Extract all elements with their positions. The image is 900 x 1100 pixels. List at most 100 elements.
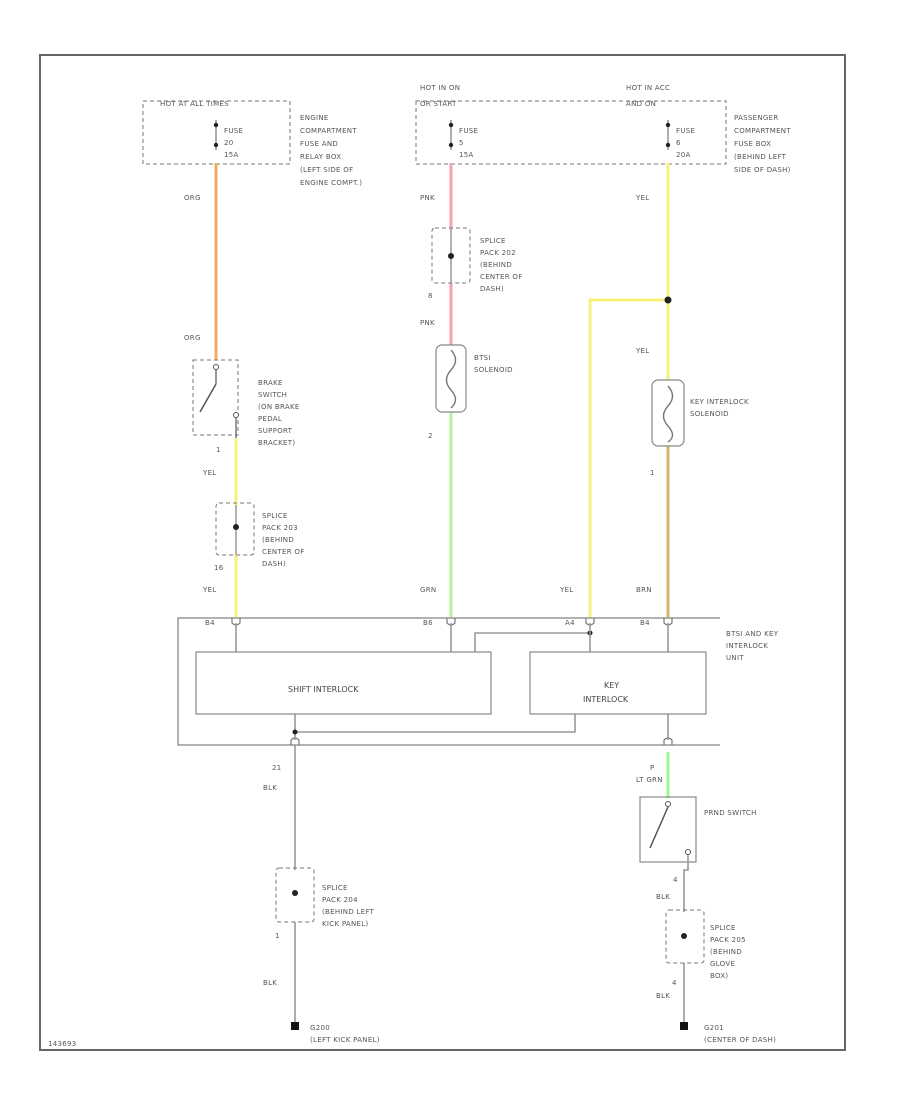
power-label-hot-acc-1: HOT IN ACC (626, 84, 670, 92)
engine-box-line: ENGINE (300, 114, 329, 122)
splice-label: DASH) (480, 285, 504, 293)
passenger-box-line: SIDE OF DASH) (734, 166, 791, 174)
btsi-key-interlock-unit: BTSI AND KEY INTERLOCK UNIT B4 B6 A4 B4 … (177, 617, 779, 746)
engine-box-line: RELAY BOX (300, 153, 341, 161)
wire-junction (664, 296, 672, 304)
prnd-switch-label: PRND SWITCH (704, 809, 757, 817)
splice-label: PACK 202 (480, 249, 516, 257)
pin-label: 1 (216, 446, 221, 454)
unit-label: INTERLOCK (726, 642, 768, 650)
fuse-box-engine: HOT AT ALL TIMES FUSE 20 15A ENGINE COMP… (142, 100, 362, 187)
wire-label-blk: BLK (656, 992, 670, 1000)
key-interlock-label: INTERLOCK (583, 695, 629, 704)
fuse-6-number: 6 (676, 139, 681, 147)
wire-label-lt-grn: LT GRN (636, 776, 663, 784)
passenger-box-line: FUSE BOX (734, 140, 771, 148)
brake-switch-label: BRACKET) (258, 439, 295, 447)
splice-pack-202: SPLICE PACK 202 (BEHIND CENTER OF DASH) (431, 227, 523, 293)
connector-pin: B6 (423, 619, 433, 627)
fuse-5-label: FUSE (459, 127, 478, 135)
splice-label: PACK 204 (322, 896, 358, 904)
wire-label-yel: YEL (635, 347, 650, 355)
key-interlock-module (529, 651, 707, 715)
key-solenoid-label: KEY INTERLOCK (690, 398, 749, 406)
splice-label: SPLICE (262, 512, 288, 520)
unit-label: UNIT (726, 654, 744, 662)
pin-label: 1 (650, 469, 655, 477)
splice-label: SPLICE (480, 237, 506, 245)
brake-switch-label: BRAKE (258, 379, 283, 387)
wire-label-yel: YEL (202, 469, 217, 477)
brake-switch: BRAKE SWITCH (ON BRAKE PEDAL SUPPORT BRA… (192, 359, 300, 447)
wire-label-blk: BLK (263, 979, 277, 987)
wire-label-blk: BLK (263, 784, 277, 792)
engine-box-line: ENGINE COMPT.) (300, 179, 362, 187)
diagram-frame (39, 54, 846, 1051)
unit-label: BTSI AND KEY (726, 630, 779, 638)
wire-label-blk: BLK (656, 893, 670, 901)
wire-label-pnk: PNK (420, 194, 435, 202)
splice-label: BOX) (710, 972, 728, 980)
prnd-circuit-right: PRND SWITCH 4 BLK SPLICE PACK 205 (BEHIN… (639, 796, 776, 1044)
wire-label-org: ORG (184, 194, 201, 202)
splice-label: SPLICE (710, 924, 736, 932)
splice-label: PACK 203 (262, 524, 298, 532)
engine-box-line: (LEFT SIDE OF (300, 166, 353, 174)
splice-label: PACK 205 (710, 936, 746, 944)
splice-label: (BEHIND (480, 261, 512, 269)
passenger-box-line: PASSENGER (734, 114, 779, 122)
splice-label: GLOVE (710, 960, 735, 968)
pin-label: 8 (428, 292, 433, 300)
key-interlock-solenoid: KEY INTERLOCK SOLENOID (651, 379, 749, 447)
shift-interlock-label: SHIFT INTERLOCK (288, 685, 359, 694)
power-label-hot-run-2: OR START (420, 100, 457, 108)
wire-label-brn: BRN (636, 586, 652, 594)
connector-pin: B4 (205, 619, 215, 627)
fuse-6-rating: 20A (676, 151, 691, 159)
fuse-6-label: FUSE (676, 127, 695, 135)
passenger-box-line: COMPARTMENT (734, 127, 791, 135)
btsi-solenoid-label: SOLENOID (474, 366, 513, 374)
btsi-solenoid: BTSI SOLENOID (435, 344, 513, 413)
splice-label: CENTER OF (262, 548, 305, 556)
splice-label: CENTER OF (480, 273, 523, 281)
pin-label: 4 (672, 979, 677, 987)
wire-label-yel: YEL (635, 194, 650, 202)
connector-pin: B4 (640, 619, 650, 627)
wire-label-pnk: PNK (420, 319, 435, 327)
prnd-switch (639, 796, 697, 863)
btsi-solenoid-label: BTSI (474, 354, 491, 362)
ground-location: (CENTER OF DASH) (704, 1036, 776, 1044)
fuse-20-rating: 15A (224, 151, 239, 159)
shift-interlock-module (195, 651, 492, 715)
pin-label: 2 (428, 432, 433, 440)
ground-id: G201 (704, 1024, 724, 1032)
wire-label-org: ORG (184, 334, 201, 342)
splice-label: (BEHIND (262, 536, 294, 544)
wire-yel-branch (588, 298, 668, 618)
fuse-5-number: 5 (459, 139, 464, 147)
ground-id: G200 (310, 1024, 330, 1032)
pin-label: P (650, 764, 655, 772)
engine-box-line: FUSE AND (300, 140, 338, 148)
splice-label: (BEHIND (710, 948, 742, 956)
power-label-hot-acc-2: AND ON (626, 100, 656, 108)
pin-label: 4 (673, 876, 678, 884)
splice-label: DASH) (262, 560, 286, 568)
ground-location: (LEFT KICK PANEL) (310, 1036, 380, 1044)
power-label-hot-all-times: HOT AT ALL TIMES (160, 100, 229, 108)
wire-label-yel: YEL (559, 586, 574, 594)
splice-pack-203: SPLICE PACK 203 (BEHIND CENTER OF DASH) (215, 502, 305, 568)
pin-label: 16 (214, 564, 224, 572)
pin-label: 21 (272, 764, 282, 772)
brake-switch-label: (ON BRAKE (258, 403, 300, 411)
splice-label: (BEHIND LEFT (322, 908, 375, 916)
engine-box-line: COMPARTMENT (300, 127, 357, 135)
fuse-box-passenger: HOT IN ON OR START HOT IN ACC AND ON FUS… (415, 84, 791, 174)
power-label-hot-run-1: HOT IN ON (420, 84, 460, 92)
fuse-5-rating: 15A (459, 151, 474, 159)
passenger-box-line: (BEHIND LEFT (734, 153, 787, 161)
wire-label-grn: GRN (420, 586, 436, 594)
key-interlock-label: KEY (604, 681, 619, 690)
